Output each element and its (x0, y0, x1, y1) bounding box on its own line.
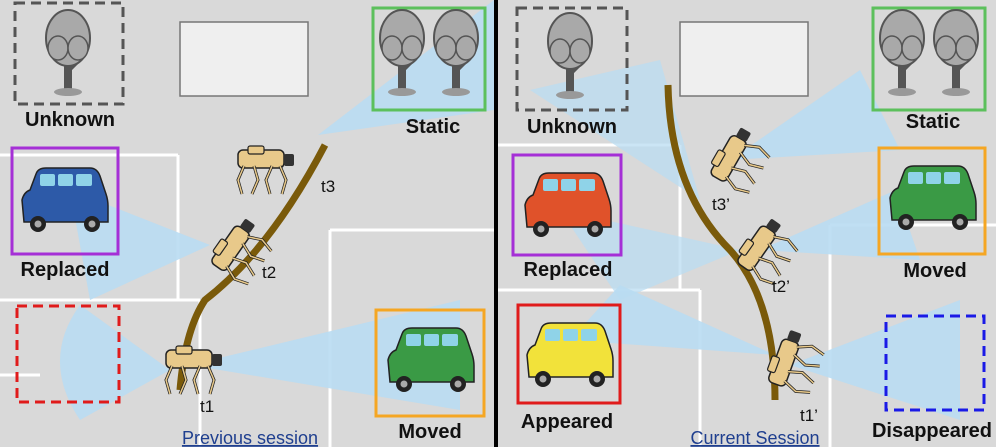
car-icon (21, 167, 109, 233)
replaced-label: Replaced (21, 259, 110, 281)
building (679, 21, 809, 97)
car-icon (889, 165, 977, 231)
previous-session-panel: Unknown Static Replaced Moved t3 t2 t1 P… (0, 0, 494, 447)
replaced-label: Replaced (524, 259, 613, 281)
replaced-box (511, 153, 623, 257)
fov-cone (60, 305, 170, 420)
unknown-box (13, 1, 125, 106)
moved-label: Moved (903, 260, 966, 282)
appeared-label: Appeared (521, 411, 613, 433)
previous-session-caption: Previous session (182, 428, 318, 447)
timestep-label: t2 (262, 263, 276, 282)
replaced-box (10, 146, 120, 256)
unknown-box (515, 6, 629, 112)
timestep-label: t3’ (712, 195, 730, 214)
timestep-label: t1’ (800, 406, 818, 425)
disappeared-box (884, 314, 986, 412)
timestep-label: t1 (200, 397, 214, 416)
current-session-panel: Unknown Static Replaced Moved Appeared D… (498, 0, 996, 447)
moved-box (374, 308, 486, 418)
empty-spot-box (15, 304, 121, 404)
unknown-label: Unknown (25, 109, 115, 131)
car-icon (387, 327, 475, 393)
parking-lines (0, 153, 494, 447)
fov-cone (560, 210, 740, 300)
panel-divider (494, 0, 498, 447)
moved-box (877, 146, 987, 256)
fov-cone (790, 300, 960, 420)
moved-label: Moved (398, 421, 461, 443)
static-label: Static (906, 111, 960, 133)
static-box (371, 6, 487, 112)
building (179, 21, 309, 97)
unknown-label: Unknown (527, 116, 617, 138)
timestep-label: t3 (321, 177, 335, 196)
trajectory (664, 84, 779, 401)
fov-cone (730, 70, 900, 160)
current-session-caption: Current Session (690, 428, 819, 447)
appeared-box (516, 303, 622, 405)
disappeared-label: Disappeared (872, 420, 992, 442)
car-icon (526, 322, 614, 388)
static-box (871, 6, 987, 112)
car-icon (524, 172, 612, 238)
timestep-label: t2’ (772, 277, 790, 296)
static-label: Static (406, 116, 460, 138)
